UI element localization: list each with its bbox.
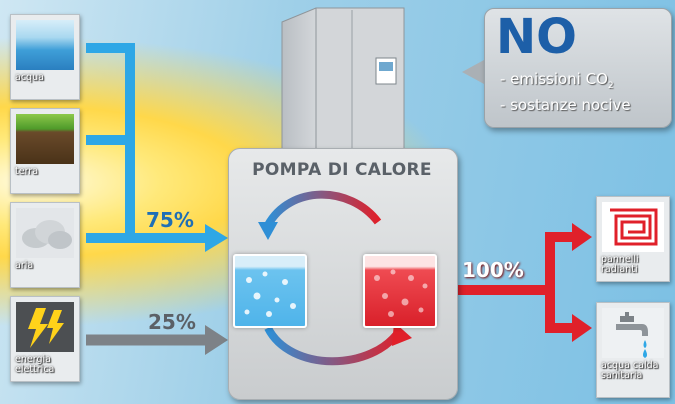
radiant-panel-icon (602, 202, 664, 252)
source-label: aria (15, 260, 34, 271)
electric-percentage: 25% (148, 310, 196, 334)
cycle-arrow-top (264, 190, 382, 228)
source-energia-elettrica: energia elettrica (10, 296, 80, 382)
soil-icon (16, 114, 74, 164)
source-aria: aria (10, 202, 80, 288)
faucet-icon (602, 308, 664, 358)
no-pointer-arrow (462, 60, 484, 84)
no-line-text: - emissioni CO (500, 70, 608, 88)
water-icon (16, 20, 74, 70)
cloud-icon (16, 208, 74, 258)
output-flow-line (453, 232, 572, 295)
no-emissions-co2: - emissioni CO2 (500, 70, 614, 91)
acqua-flow-line (86, 43, 135, 238)
no-harmful-substances: - sostanze nocive (500, 96, 631, 114)
renewable-percentage: 75% (146, 208, 194, 232)
output-percentage: 100% (462, 258, 524, 282)
source-label: energia elettrica (15, 354, 55, 375)
renewable-arrow-head (205, 224, 228, 252)
electric-arrow-head (205, 325, 228, 355)
output-acqua-calda-sanitaria: acqua calda sanitaria (596, 302, 670, 398)
cold-tank (233, 254, 307, 328)
pannelli-arrow-head (572, 223, 592, 251)
source-label: acqua (15, 72, 44, 83)
co2-subscript: 2 (607, 81, 614, 91)
output-label: pannelli radianti (601, 254, 639, 275)
no-title: NO (496, 9, 577, 65)
cycle-arrow-bottom (264, 325, 404, 366)
source-terra: terra (10, 108, 80, 194)
output-pannelli-radianti: pannelli radianti (596, 196, 670, 282)
acqua-calda-arrow-head (572, 314, 592, 342)
no-emissions-panel (484, 8, 672, 128)
source-label: terra (15, 166, 39, 177)
source-acqua: acqua (10, 14, 80, 100)
hot-tank (363, 254, 437, 328)
lightning-icon (16, 302, 74, 352)
heat-pump-title: POMPA DI CALORE (252, 160, 432, 180)
output-label: acqua calda sanitaria (601, 360, 659, 381)
